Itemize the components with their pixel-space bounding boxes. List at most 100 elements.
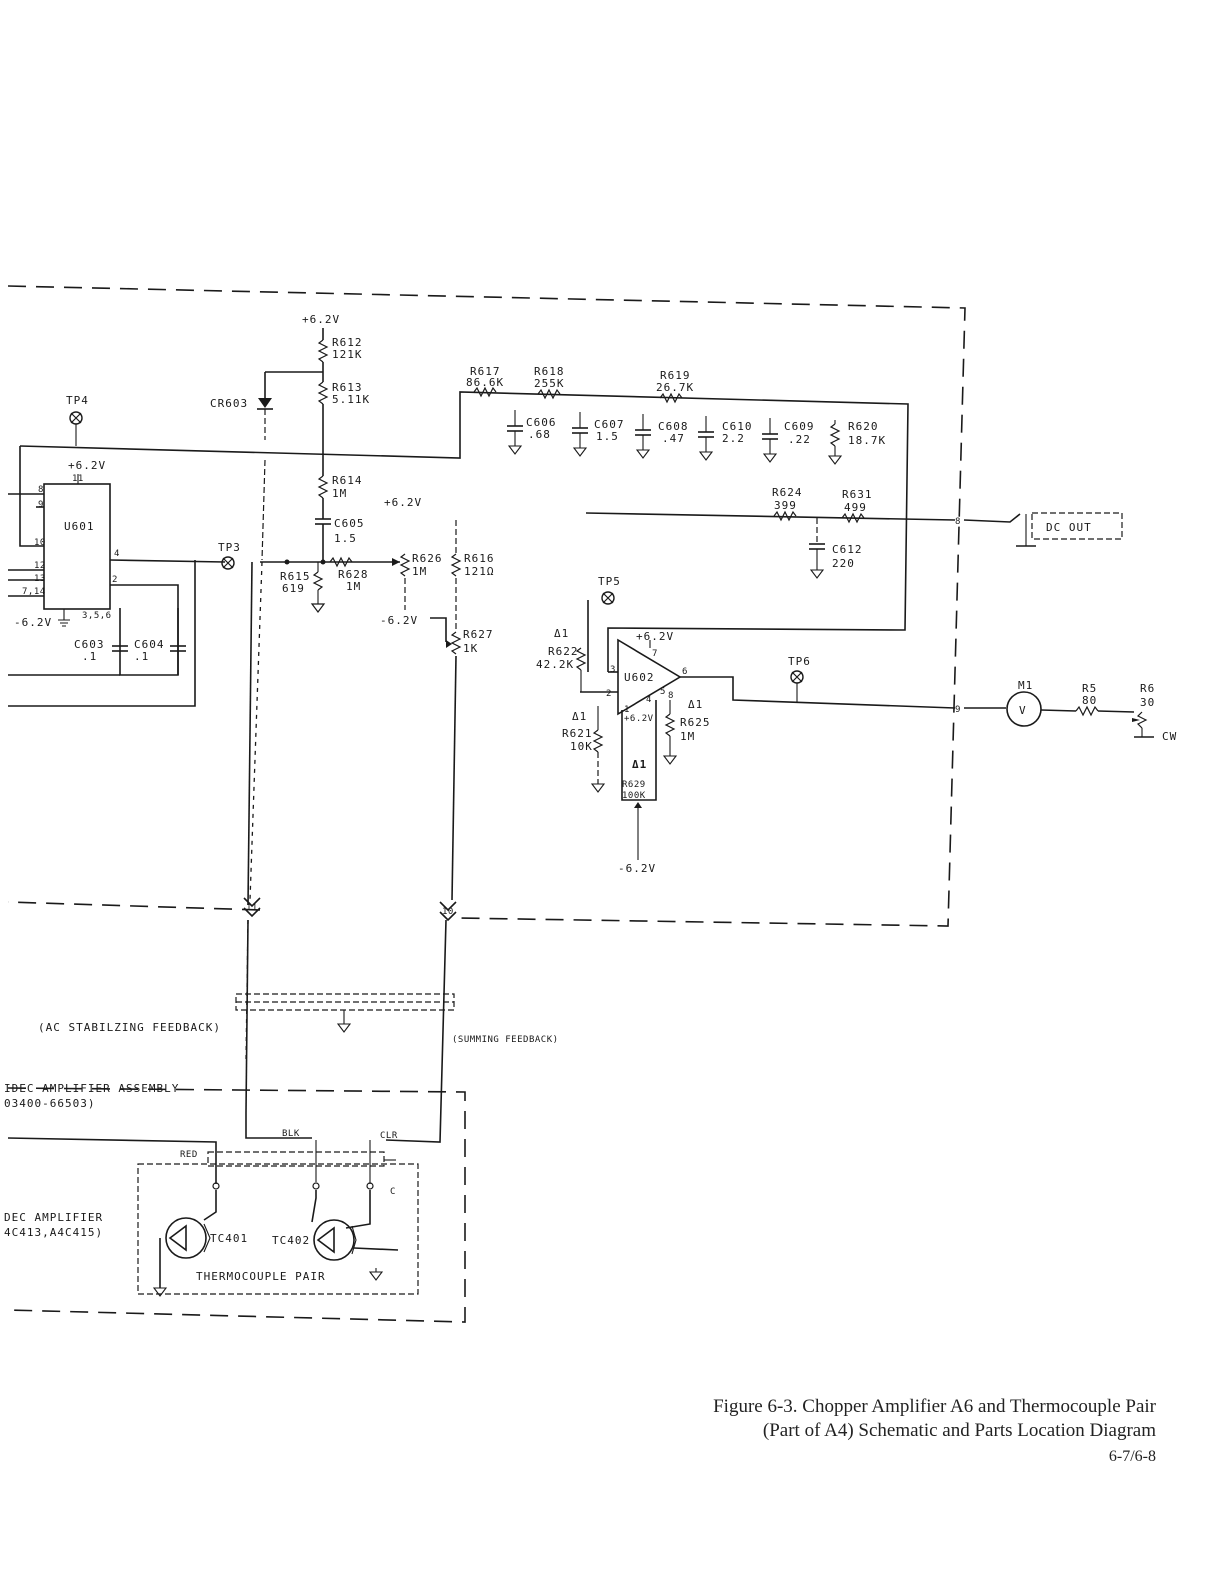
red-wire-label: RED bbox=[180, 1150, 198, 1160]
r627-value: 1K bbox=[463, 642, 478, 655]
tp4[interactable]: TP4 bbox=[66, 394, 89, 446]
tp4-label: TP4 bbox=[66, 394, 89, 407]
r631-ref: R631 bbox=[842, 488, 873, 501]
u602-pin2: 2 bbox=[606, 689, 612, 699]
clr-wire-label: CLR bbox=[380, 1131, 398, 1141]
r618-ref: R618 bbox=[534, 365, 565, 378]
r615-r628-network: R615 619 R628 1M R626 1M R616 121Ω -6.2V… bbox=[260, 520, 494, 901]
r620-ref: R620 bbox=[848, 420, 879, 433]
r621-ref: R621 bbox=[562, 727, 593, 740]
cw-label: CW bbox=[1162, 730, 1177, 743]
r619-value: 26.7K bbox=[656, 381, 694, 394]
c-mark: C bbox=[390, 1187, 396, 1197]
ac-feedback-line bbox=[247, 561, 263, 906]
tc402-ref: TC402 bbox=[272, 1234, 310, 1247]
r621-value: 10K bbox=[570, 740, 593, 753]
c603-value: .1 bbox=[82, 650, 97, 663]
c606-value: .68 bbox=[528, 428, 551, 441]
r613-ref: R613 bbox=[332, 381, 363, 394]
summing-feedback-label: (SUMMING FEEDBACK) bbox=[452, 1035, 559, 1045]
feedback-cable: (AC STABILZING FEEDBACK) (SUMMING FEEDBA… bbox=[38, 919, 559, 1143]
jack-pin10: 10 bbox=[442, 907, 454, 917]
connector-j10: 10 bbox=[439, 901, 457, 922]
tp3-label: TP3 bbox=[218, 541, 241, 554]
u602-pin4: 4 bbox=[646, 695, 652, 705]
r622-value: 42.2K bbox=[536, 658, 574, 671]
u601-label: U601 bbox=[64, 520, 95, 533]
cr603-ref: CR603 bbox=[210, 397, 248, 410]
u601-pin8: 8 bbox=[38, 485, 44, 495]
r614-ref: R614 bbox=[332, 474, 363, 487]
r613-value: 5.11K bbox=[332, 393, 370, 406]
u601-pin714: 7,14 bbox=[22, 587, 46, 597]
dc-out-network: R624 399 R631 499 C612 220 8 DC OUT bbox=[585, 486, 1123, 579]
dc-out-label: DC OUT bbox=[1046, 521, 1092, 534]
r627-supply: -6.2V bbox=[380, 614, 418, 627]
delta-3: Δ1 bbox=[688, 698, 703, 711]
r614-value: 1M bbox=[332, 487, 347, 500]
u601-pin9: 9 bbox=[38, 500, 44, 510]
u602-pin6: 6 bbox=[682, 667, 688, 677]
jack-pin11: 11 bbox=[246, 903, 258, 913]
r612-value: 121K bbox=[332, 348, 363, 361]
tp5[interactable]: TP5 bbox=[598, 575, 621, 605]
tp5-label: TP5 bbox=[598, 575, 621, 588]
a4-assembly-labels: IDEC AMPLIFIER ASSEMBLY 03400-66503) DEC… bbox=[4, 1082, 179, 1239]
c608-value: .47 bbox=[662, 432, 685, 445]
c603-c604-pair: C603 .1 C604 .1 bbox=[8, 608, 186, 676]
u601-pin13: 13 bbox=[34, 574, 46, 584]
thermocouple-pair-label: THERMOCOUPLE PAIR bbox=[196, 1270, 326, 1283]
u601-chip: U601 +6.2V 8 9 10 12 13 7,14 11 4 2 3,5,… bbox=[8, 446, 226, 707]
u601-pin356: 3,5,6 bbox=[82, 611, 112, 621]
a4-assembly-border bbox=[7, 1087, 466, 1323]
amp-assembly-label: IDEC AMPLIFIER ASSEMBLY bbox=[4, 1082, 179, 1095]
c604-ref: C604 bbox=[134, 638, 165, 651]
tp3[interactable]: TP3 bbox=[218, 541, 241, 570]
r612-ref: R612 bbox=[332, 336, 363, 349]
jack-pin8: 8 bbox=[955, 517, 961, 527]
supply-top-label: +6.2V bbox=[302, 313, 340, 326]
c609-value: .22 bbox=[788, 433, 811, 446]
blk-wire-label: BLK bbox=[282, 1129, 300, 1139]
tp6-label: TP6 bbox=[788, 655, 811, 668]
m1-symbol: V bbox=[1019, 704, 1027, 717]
u602-label: U602 bbox=[624, 671, 655, 684]
u601-pin11: 11 bbox=[72, 474, 84, 484]
neg-supply-bottom: -6.2V bbox=[618, 862, 656, 875]
c607-value: 1.5 bbox=[596, 430, 619, 443]
u601-supply-label: +6.2V bbox=[68, 459, 106, 472]
ac-feedback-label: (AC STABILZING FEEDBACK) bbox=[38, 1021, 221, 1034]
r625-value: 1M bbox=[680, 730, 695, 743]
r617-ref: R617 bbox=[470, 365, 501, 378]
m1-ref: M1 bbox=[1018, 679, 1033, 692]
c606-ref: C606 bbox=[526, 416, 557, 429]
r620-value: 18.7K bbox=[848, 434, 886, 447]
r615-value: 619 bbox=[282, 582, 305, 595]
u602-pin1: 1 bbox=[624, 705, 630, 715]
u602-opamp: U602 +6.2V 3 2 6 7 4 1 8 5 bbox=[580, 600, 956, 716]
c605-ref: C605 bbox=[334, 517, 365, 530]
u602-pin3: 3 bbox=[610, 665, 616, 675]
u601-pin4: 4 bbox=[114, 549, 120, 559]
r628-ref: R628 bbox=[338, 568, 369, 581]
r629-value: 100K bbox=[622, 791, 646, 801]
tp6[interactable]: TP6 bbox=[788, 655, 811, 702]
c604-value: .1 bbox=[134, 650, 149, 663]
u602-supply: +6.2V bbox=[636, 630, 674, 643]
r6-value: 30 bbox=[1140, 696, 1155, 709]
r617-value: 86.6K bbox=[466, 376, 504, 389]
r625-ref: R625 bbox=[680, 716, 711, 729]
a6-assembly-border bbox=[7, 285, 966, 927]
r626-ref: R626 bbox=[412, 552, 443, 565]
jack-pin9: 9 bbox=[955, 705, 961, 715]
c608-ref: C608 bbox=[658, 420, 689, 433]
r615-ref: R615 bbox=[280, 570, 311, 583]
dec-amp-label: DEC AMPLIFIER bbox=[4, 1211, 103, 1224]
amp-assembly-part: 03400-66503) bbox=[4, 1097, 95, 1110]
u602-pin7: 7 bbox=[652, 649, 658, 659]
u601-pin10: 10 bbox=[34, 538, 46, 548]
dec-amp-part: 4C413,A4C415) bbox=[4, 1226, 103, 1239]
r629-supply: +6.2V bbox=[624, 714, 654, 724]
r6-ref: R6 bbox=[1140, 682, 1155, 695]
